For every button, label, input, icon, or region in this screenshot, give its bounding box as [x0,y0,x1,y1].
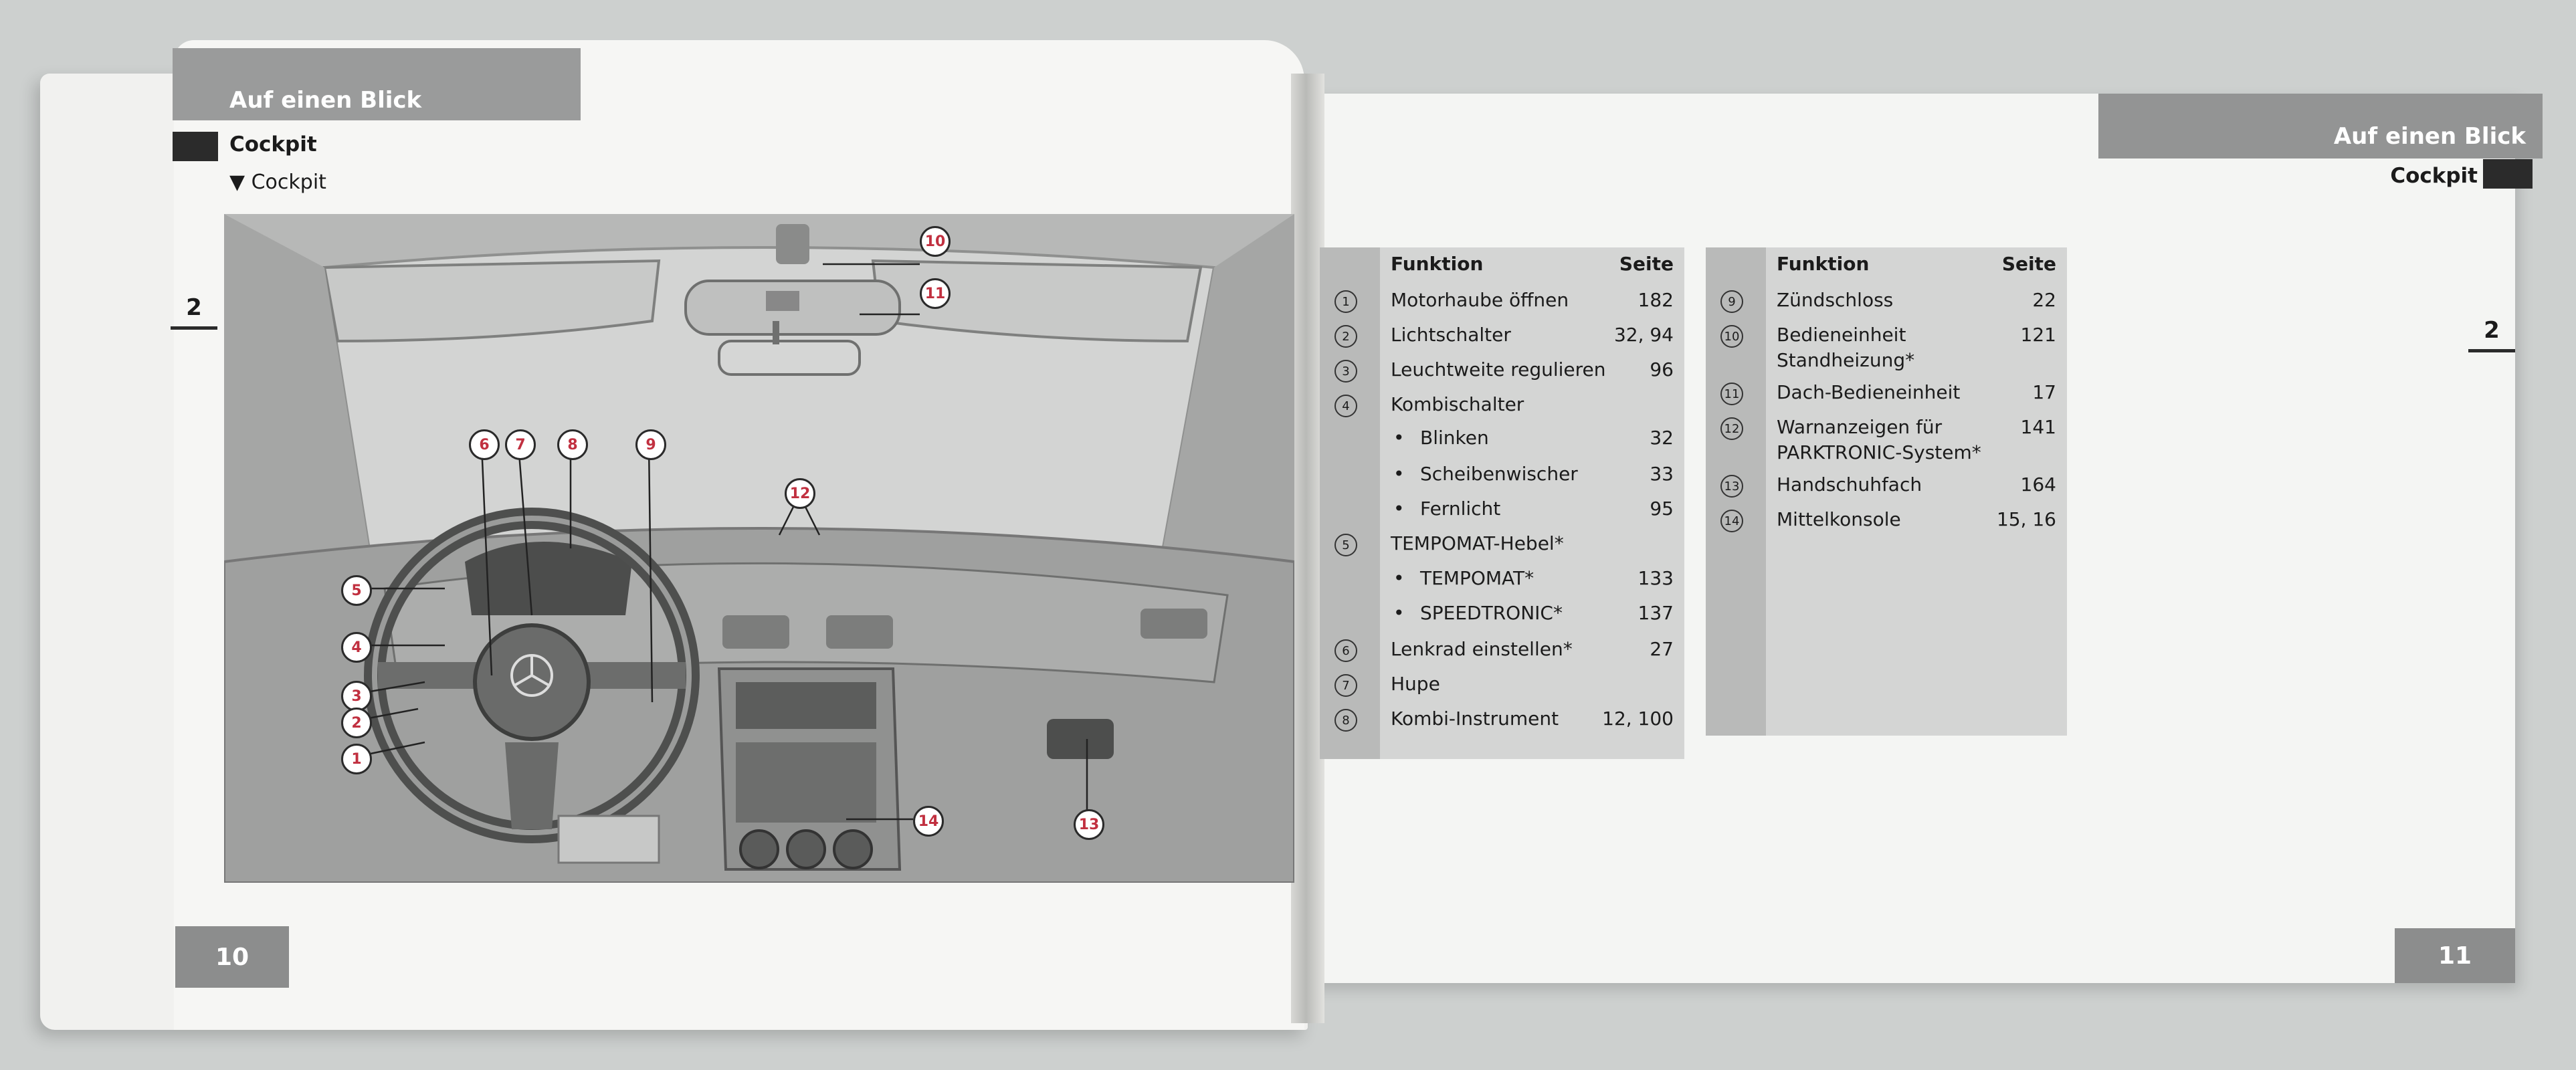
row-page: 22 [2032,289,2056,311]
right-chapter-tab: 2 [2468,317,2515,352]
row-number: 11 [1720,383,1743,405]
cockpit-drawing [224,214,1294,883]
row-number: 2 [1334,325,1357,348]
callout-9: 9 [635,429,666,460]
row-number: 7 [1334,674,1357,697]
row-function: Lichtschalter [1391,324,1511,346]
callout-7: 7 [505,429,536,460]
row-page: 15, 16 [1996,508,2056,530]
callout-1: 1 [341,744,372,774]
row-number: 12 [1720,417,1743,440]
row-function: Scheibenwischer [1393,461,1641,487]
col-page-header: Seite [2001,253,2056,275]
left-section-title: Cockpit [229,132,317,156]
book-gutter [1291,74,1324,1023]
row-number: 9 [1720,290,1743,313]
row-function: Kombischalter [1391,393,1524,415]
row-page: 164 [2020,473,2056,496]
row-function: Zündschloss [1777,289,1894,311]
function-table-2: Funktion Seite 9 Zündschloss 22 10 Bedienein… [1706,247,2067,736]
col-page-header: Seite [1619,253,1674,275]
row-number: 6 [1334,639,1357,662]
right-header-bar: Auf einen Blick [2098,94,2543,158]
right-header-title: Auf einen Blick [2333,123,2526,150]
right-page-number: 11 [2395,928,2515,983]
row-function: Bedieneinheit Standheizung* [1777,324,1915,371]
callout-13: 13 [1074,809,1104,840]
left-section-marker [173,132,218,161]
row-page: 96 [1650,358,1674,381]
callout-5: 5 [341,575,372,606]
row-page: 141 [2020,416,2056,438]
left-page-number: 10 [175,926,289,988]
left-chapter-tab: 2 [171,294,217,330]
left-header-bar: Auf einen Blick [173,48,581,120]
callout-8: 8 [557,429,588,460]
row-number: 10 [1720,325,1743,348]
row-number: 4 [1334,395,1357,417]
callout-2: 2 [341,708,372,738]
function-table-1: Funktion Seite 1 Motorhaube öffnen 182 2 Lic… [1320,247,1684,759]
col-function-header: Funktion [1391,253,1484,275]
row-page: 95 [1650,498,1674,520]
row-function: Kombi-Instrument [1391,708,1559,730]
row-page: 32, 94 [1613,324,1674,346]
row-function: Leuchtweite regulieren [1391,358,1606,381]
row-function: Mittelkonsole [1777,508,1901,530]
row-function: SPEEDTRONIC* [1393,601,1641,626]
row-number: 14 [1720,510,1743,532]
callout-6: 6 [469,429,500,460]
callout-11: 11 [920,278,951,309]
row-number: 5 [1334,534,1357,556]
col-function-header: Funktion [1777,253,1870,275]
row-page: 32 [1650,427,1674,449]
row-function: Fernlicht [1393,496,1641,522]
row-page: 182 [1638,289,1674,311]
row-page: 12, 100 [1602,708,1674,730]
row-page: 27 [1650,638,1674,660]
callout-14: 14 [913,806,944,837]
left-header-title: Auf einen Blick [229,87,422,114]
row-number: 8 [1334,709,1357,732]
left-subsection-title: ▼ Cockpit [229,171,326,194]
row-function: Hupe [1391,673,1440,695]
callout-4: 4 [341,632,372,663]
right-section-title: Cockpit [2390,164,2478,188]
row-function: Lenkrad einstellen* [1391,638,1573,660]
callout-10: 10 [920,226,951,257]
row-function: TEMPOMAT-Hebel* [1391,532,1564,554]
row-number: 13 [1720,475,1743,498]
row-number: 1 [1334,290,1357,313]
row-page: 33 [1650,463,1674,485]
cockpit-illustration: 10 11 6 7 8 9 12 5 4 3 2 1 13 14 [224,214,1294,883]
row-function: TEMPOMAT* [1393,566,1641,591]
row-page: 137 [1638,602,1674,624]
row-page: 17 [2032,381,2056,403]
callout-12: 12 [785,478,815,509]
row-function: Warnanzeigen für PARKTRONIC-System* [1777,416,1981,463]
row-number: 3 [1334,360,1357,383]
row-function: Dach-Bedieneinheit [1777,381,1961,403]
row-function: Handschuhfach [1777,473,1922,496]
row-page: 121 [2020,324,2056,346]
row-function: Motorhaube öffnen [1391,289,1569,311]
right-section-marker [2483,159,2533,189]
row-function: Blinken [1393,425,1641,451]
row-page: 133 [1638,567,1674,589]
